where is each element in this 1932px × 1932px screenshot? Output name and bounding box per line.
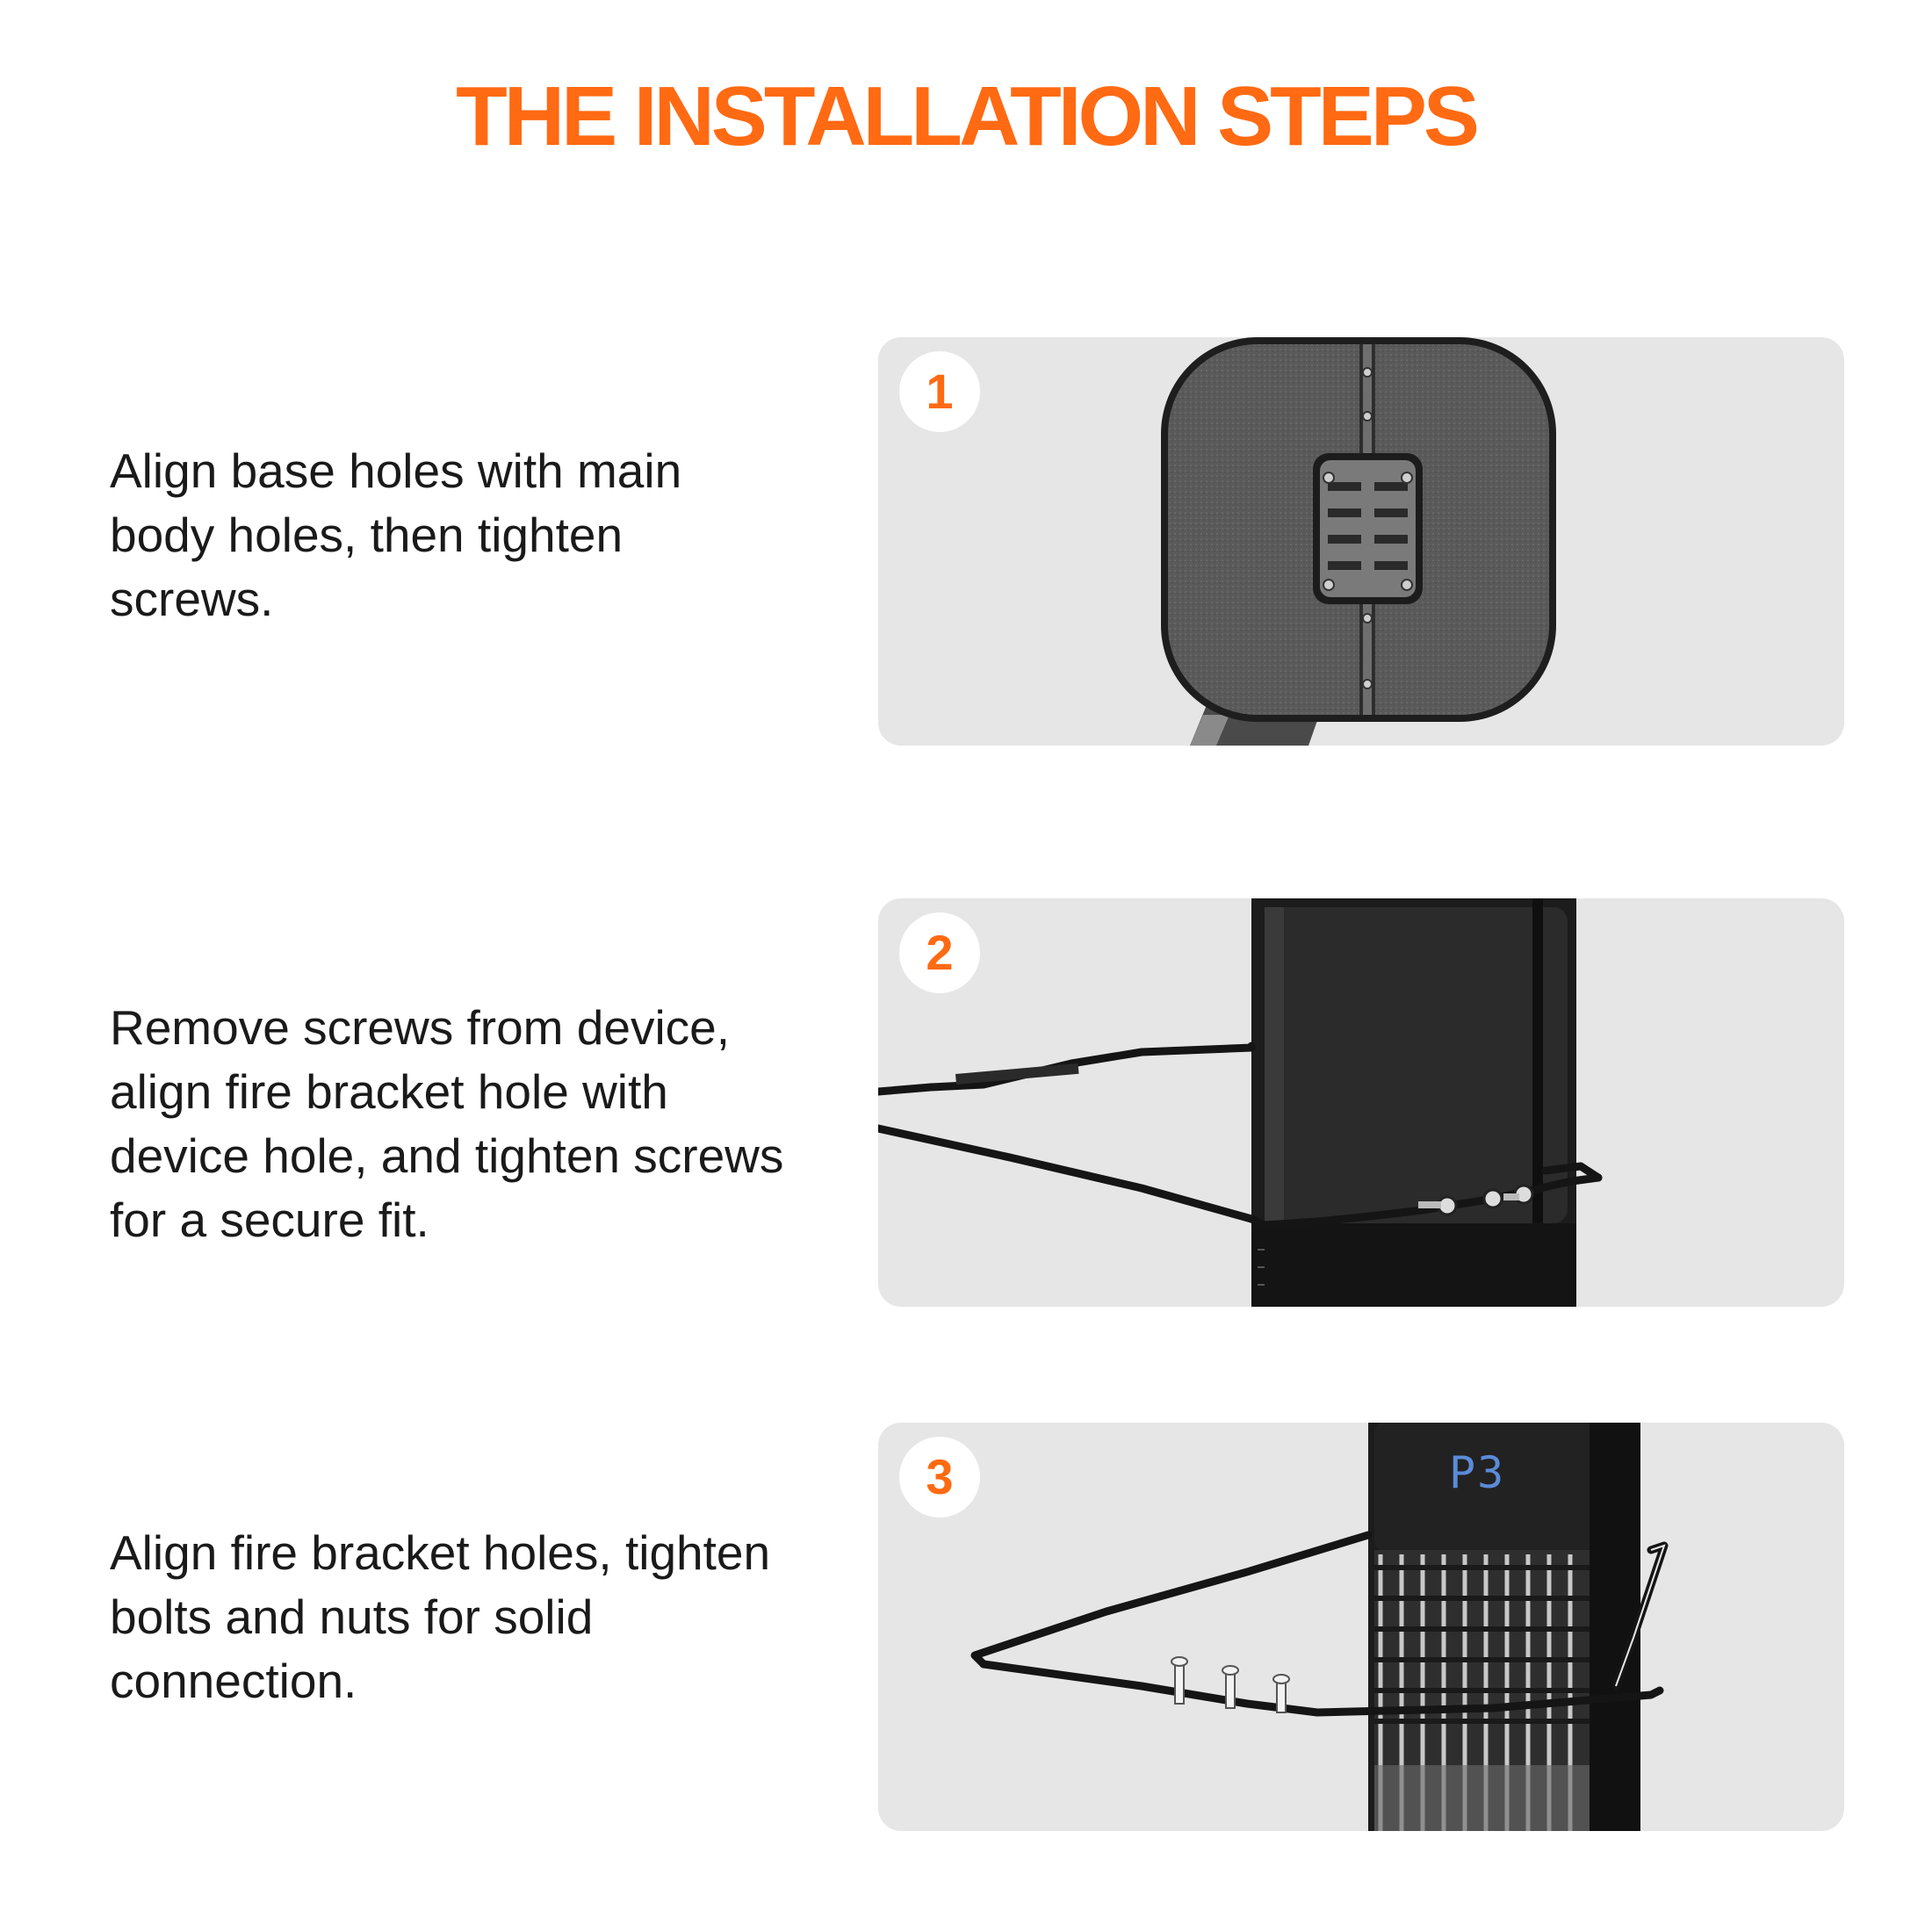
step-2-description: Remove screws from device, align fire br… [110,1000,784,1247]
step-2-number-badge: 2 [899,912,980,993]
heater-base-illustration [1161,337,1556,746]
step-2-illustration-panel: 2 [878,898,1844,1307]
step-3-number-badge: 3 [899,1437,980,1517]
page-title: THE INSTALLATION STEPS [456,69,1480,163]
fire-bracket-mount-illustration [878,898,1603,1307]
bolt-and-nut-illustration [970,1423,1669,1831]
display-readout: P3 [1449,1447,1506,1498]
step-3-illustration-panel: P3 3 [878,1423,1844,1831]
step-1-description: Align base holes with main body holes, t… [110,443,682,626]
step-1-number-badge: 1 [899,351,980,432]
step-1-illustration-panel: 1 [878,337,1844,746]
step-3-description: Align fire bracket holes, tighten bolts … [110,1525,771,1708]
